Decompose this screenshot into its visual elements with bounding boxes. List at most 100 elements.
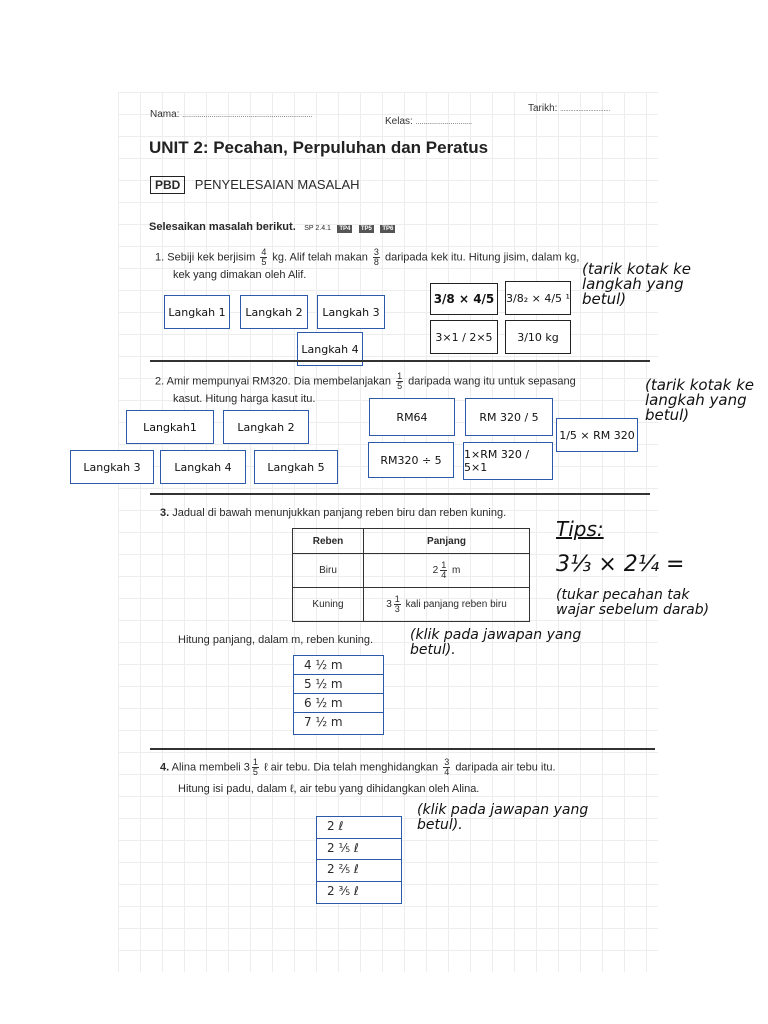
q4-text-d: Hitung isi padu, dalam ℓ, air tebu yang … [178, 783, 480, 795]
divider [150, 493, 650, 495]
table-cell: Biru [292, 553, 364, 588]
q3-option-7-half[interactable]: 7 ½ m [304, 715, 343, 729]
sp-code: SP 2.4.1 [304, 225, 331, 232]
q2-step-5-dropzone[interactable]: Langkah 5 [254, 450, 338, 484]
numerator: 3 [372, 247, 380, 258]
q4-click-note: (klik pada jawapan yang betul). [417, 802, 589, 833]
q1-text-b: kg. Alif telah makan [272, 251, 368, 264]
pbd-heading: PBD PENYELESAIAN MASALAH [150, 176, 360, 194]
q2-text-a: Amir mempunyai RM320. Dia membelanjakan [166, 375, 392, 388]
q2-step-4-dropzone[interactable]: Langkah 4 [160, 450, 246, 484]
denominator: 4 [444, 767, 450, 777]
q3-option-5-half[interactable]: 5 ½ m [294, 675, 383, 694]
q1-handwritten-note: (tarik kotak ke langkah yang betul) [582, 260, 692, 308]
table-cell: Kuning [292, 587, 364, 622]
q4-number: 4. [160, 761, 170, 774]
divider [150, 748, 655, 750]
numerator: 1 [393, 594, 401, 605]
q3-click-note: (klik pada jawapan yang betul). [410, 627, 582, 658]
numerator: 1 [440, 560, 448, 571]
q2-handwritten-note: (tarik kotak ke langkah yang betul) [645, 376, 755, 424]
pbd-badge: PBD [150, 176, 186, 194]
kelas-dots: ............................. [415, 119, 472, 126]
q1-answer-card[interactable]: 3/8₂ × 4/5 ¹ [505, 281, 571, 315]
denominator: 3 [394, 604, 400, 614]
q2-answer-card[interactable]: RM320 ÷ 5 [368, 442, 454, 478]
denominator: 8 [373, 257, 379, 267]
table-header: Panjang [363, 528, 530, 554]
tarikh-dots: .............................. [560, 107, 611, 113]
tarikh-label: Tarikh: [528, 103, 558, 114]
q1-text-c: daripada kek itu. Hitung jisim, dalam kg… [384, 251, 580, 264]
whole-number: 2 [432, 565, 439, 577]
tarikh-field: Tarikh: .............................. [528, 103, 610, 114]
q4-text-c: daripada air tebu itu. [455, 761, 556, 774]
q1-answer-card[interactable]: 3/8 × 4/5 [430, 283, 498, 315]
pbd-text: PENYELESAIAN MASALAH [194, 177, 360, 192]
q4-option-2-three-fifths[interactable]: 2 ⅗ ℓ [327, 883, 359, 898]
numerator: 1 [251, 757, 259, 768]
q2-answer-card[interactable]: 1×RM 320 / 5×1 [463, 442, 553, 480]
q3-question: Hitung panjang, dalam m, reben kuning. [178, 634, 374, 646]
denominator: 5 [252, 767, 258, 777]
q1-step-1-dropzone[interactable]: Langkah 1 [164, 295, 230, 329]
q3-text: 3. Jadual di bawah menunjukkan panjang r… [160, 505, 620, 521]
q1-number: 1. [155, 251, 165, 264]
whole-number: 3 [386, 599, 392, 611]
instruction-text: Selesaikan masalah berikut. [149, 221, 296, 233]
q3-option-6-half[interactable]: 6 ½ m [294, 694, 383, 713]
table-header: Reben [292, 528, 364, 554]
denominator: 5 [397, 381, 403, 391]
q3-number: 3. [160, 507, 170, 519]
nama-label: Nama: [150, 109, 180, 120]
q2-step-1-dropzone[interactable]: Langkah1 [126, 410, 214, 444]
nama-field: Nama: ..................................… [150, 109, 313, 120]
nama-dots: ........................................… [182, 112, 313, 119]
q2-text: 2. Amir mempunyai RM320. Dia membelanjak… [155, 372, 655, 407]
unit-title: UNIT 2: Pecahan, Perpuluhan dan Peratus [149, 138, 489, 157]
q1-answer-card[interactable]: 3/10 kg [505, 320, 571, 354]
unit: m [452, 565, 461, 577]
q4-option-2[interactable]: 2 ℓ [317, 817, 401, 839]
instruction: Selesaikan masalah berikut. SP 2.4.1 TP4… [149, 217, 396, 235]
denominator: 4 [441, 570, 447, 580]
tips-expression: 3⅓ × 2¼ = [556, 552, 685, 577]
q4-option-2-two-fifths[interactable]: 2 ⅖ ℓ [317, 860, 401, 882]
q4-option-2-one-fifth[interactable]: 2 ⅕ ℓ [317, 839, 401, 860]
tp-badge: TP4 [337, 225, 353, 233]
q3-options: 4 ½ m 5 ½ m 6 ½ m 7 ½ m [293, 655, 384, 735]
q2-step-2-dropzone[interactable]: Langkah 2 [223, 410, 309, 444]
numerator: 4 [260, 247, 268, 258]
numerator: 1 [396, 371, 404, 382]
q1-text-d: kek yang dimakan oleh Alif. [173, 269, 307, 281]
q2-answer-card[interactable]: RM 320 / 5 [465, 398, 553, 436]
q1-step-2-dropzone[interactable]: Langkah 2 [240, 295, 308, 329]
kelas-field: Kelas: ............................. [385, 116, 472, 127]
q1-step-3-dropzone[interactable]: Langkah 3 [317, 295, 385, 329]
q2-answer-card[interactable]: 1/5 × RM 320 [556, 418, 638, 452]
q2-number: 2. [155, 375, 165, 388]
tp-badge: TP5 [358, 225, 374, 233]
kelas-label: Kelas: [385, 116, 413, 127]
tp-badge: TP6 [380, 225, 396, 233]
tips-note: (tukar pecahan tak wajar sebelum darab) [556, 587, 710, 618]
q3-text: Jadual di bawah menunjukkan panjang rebe… [172, 507, 507, 519]
q3-option-4-half[interactable]: 4 ½ m [294, 656, 383, 675]
divider [150, 360, 650, 362]
unit: kali panjang reben biru [405, 599, 507, 611]
q2-step-3-dropzone[interactable]: Langkah 3 [70, 450, 154, 484]
q1-answer-card[interactable]: 3×1 / 2×5 [430, 320, 498, 354]
q4-options: 2 ℓ 2 ⅕ ℓ 2 ⅖ ℓ 2 ⅗ ℓ [316, 816, 402, 904]
q2-answer-card[interactable]: RM64 [369, 398, 455, 436]
